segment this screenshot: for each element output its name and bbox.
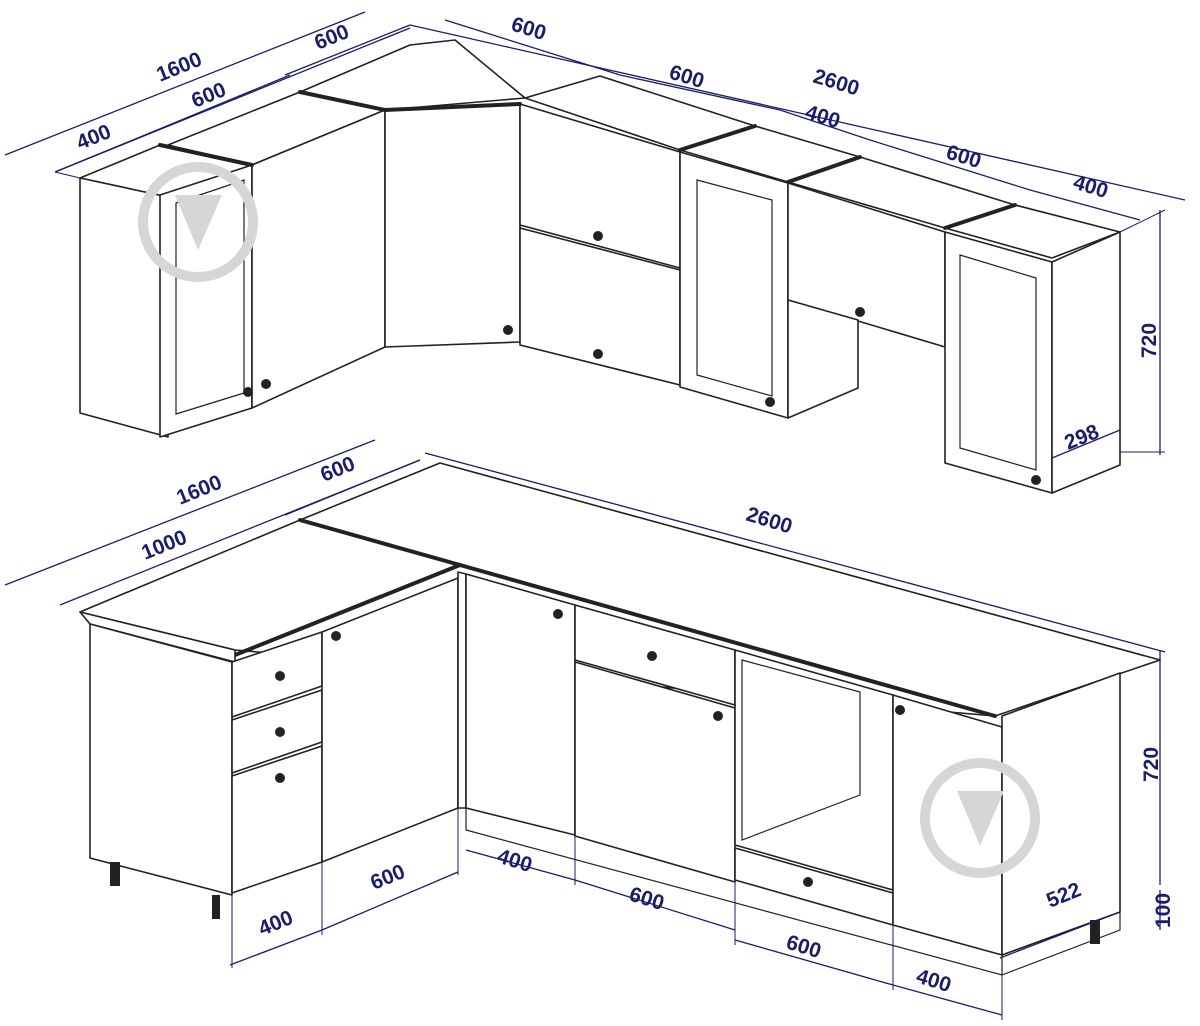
upper-cabinets	[79, 39, 1121, 494]
dim-upper-left-600: 600	[311, 20, 352, 54]
knob-icon	[765, 397, 775, 407]
knob-icon	[261, 379, 271, 389]
knob-icon	[503, 325, 513, 335]
dim-lower-left-1000: 1000	[138, 526, 190, 565]
dim-lower-left-600: 600	[317, 452, 358, 486]
dim-upper-run-400b: 400	[1071, 171, 1111, 203]
knob-icon	[275, 773, 285, 783]
knob-icon	[803, 877, 813, 887]
dim-upper-run-600: 600	[667, 61, 707, 93]
dim-lower-total-left: 1600	[173, 471, 225, 510]
dim-lower-bottom-600a: 600	[367, 860, 408, 894]
knob-icon	[713, 711, 723, 721]
leg-icon	[110, 862, 120, 886]
knob-icon	[243, 387, 253, 397]
dim-lower-total-right: 2600	[744, 503, 795, 539]
watermark-logo-icon	[138, 162, 1040, 878]
knob-icon	[593, 349, 603, 359]
dim-lower-height: 720	[1140, 747, 1163, 782]
lower-dimension-lines	[4, 439, 1166, 1020]
dim-lower-plinth: 100	[1152, 893, 1175, 928]
dim-upper-run-400: 400	[803, 101, 843, 133]
dim-lower-bottom-600b: 600	[627, 883, 667, 915]
leg-icon	[212, 895, 220, 919]
knob-icon	[895, 705, 905, 715]
leg-icon	[1090, 920, 1100, 944]
dim-upper-left-inner-600: 600	[188, 78, 229, 112]
knob-icon	[593, 231, 603, 241]
dim-lower-bottom-400b: 400	[495, 845, 535, 877]
lower-cabinets	[79, 462, 1161, 976]
upper-dimension-lines	[4, 11, 1186, 459]
dim-upper-top-600: 600	[509, 13, 549, 45]
dim-lower-bottom-600c: 600	[784, 931, 824, 963]
knob-icon	[1031, 475, 1041, 485]
knob-icon	[553, 609, 563, 619]
knob-icon	[331, 631, 341, 641]
knob-icon	[275, 727, 285, 737]
knob-icon	[275, 671, 285, 681]
dim-upper-height: 720	[1138, 323, 1161, 358]
dim-upper-total-left: 1600	[153, 48, 205, 87]
dim-upper-total-right: 2600	[811, 65, 862, 101]
dim-lower-bottom-400a: 400	[255, 906, 296, 940]
dim-upper-run-600b: 600	[944, 141, 984, 173]
knob-icon	[647, 651, 657, 661]
knob-icon	[855, 307, 865, 317]
